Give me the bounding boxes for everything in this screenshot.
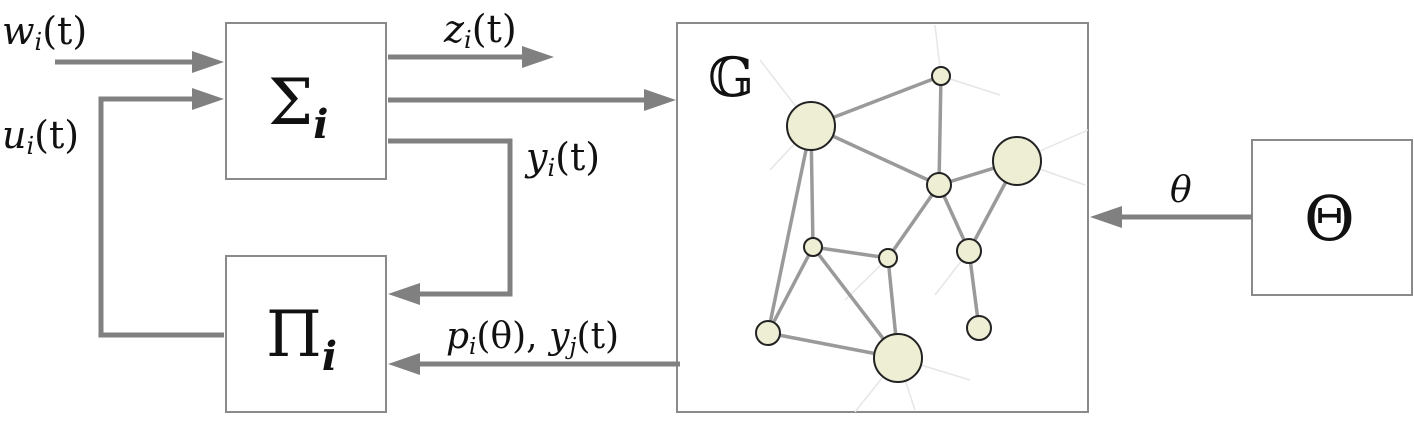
z-label: zi(t) <box>443 7 517 54</box>
graph-node <box>931 66 951 86</box>
sigma-subscript: i <box>313 101 328 148</box>
graph-edge <box>812 245 889 260</box>
z-argument: (t) <box>472 7 517 51</box>
graph-edge <box>886 183 941 260</box>
u-name: u <box>2 113 26 157</box>
u-argument: (t) <box>34 113 79 157</box>
graph-node <box>966 315 992 341</box>
theta-label: θ <box>1170 170 1192 211</box>
z-subscript: i <box>464 26 472 54</box>
y-label: yi(t) <box>524 135 600 182</box>
y-wire <box>388 138 513 297</box>
y-name: y <box>524 135 548 179</box>
sigma-block <box>225 22 387 180</box>
pi-label: Πi <box>266 298 337 380</box>
yj-name: y <box>547 316 570 357</box>
u-label: ui(t) <box>2 113 79 160</box>
y-arrowhead <box>388 283 420 305</box>
graph-block <box>676 22 1089 413</box>
z-name: z <box>443 7 465 51</box>
network-graph <box>755 24 1089 413</box>
pi-symbol: Π <box>266 298 322 372</box>
graph-node <box>992 136 1042 186</box>
graph-label: 𝔾 <box>708 46 754 109</box>
p-subscript: i <box>469 334 476 360</box>
w-name: w <box>2 9 35 53</box>
graph-node <box>803 237 823 257</box>
graph-edge <box>937 75 943 186</box>
yj-argument: (t) <box>577 316 620 357</box>
u-subscript: i <box>26 132 34 160</box>
y-subscript: i <box>547 154 555 182</box>
sigma-label: Σi <box>268 66 328 148</box>
graph-edge <box>766 246 815 334</box>
graph-edge <box>766 125 813 334</box>
graph-node <box>878 248 898 268</box>
z-arrowhead <box>522 46 554 68</box>
p-yj-label: pi(θ), yj(t) <box>446 316 619 360</box>
w-argument: (t) <box>42 9 87 53</box>
sigma-symbol: Σ <box>268 66 313 140</box>
theta-arrowhead <box>1090 206 1122 228</box>
graph-node <box>956 238 982 264</box>
graph-node <box>755 320 781 346</box>
p-argument: (θ), <box>476 316 549 357</box>
y-argument: (t) <box>555 135 600 179</box>
graph-node <box>873 333 923 383</box>
theta-box-label: Θ <box>1304 182 1355 255</box>
graph-to-pi-arrowhead <box>388 353 420 375</box>
theta-block <box>1251 139 1413 296</box>
sigma-to-graph-arrowhead <box>644 89 676 111</box>
pi-block <box>225 255 387 413</box>
pi-subscript: i <box>322 333 337 380</box>
graph-node <box>786 101 836 151</box>
u-arrowhead <box>192 88 224 110</box>
u-feedback-wire <box>98 96 224 338</box>
w-label: wi(t) <box>2 9 87 56</box>
w-arrowhead <box>192 51 224 73</box>
graph-node <box>926 172 952 198</box>
w-subscript: i <box>35 28 43 56</box>
p-name: p <box>446 316 469 357</box>
